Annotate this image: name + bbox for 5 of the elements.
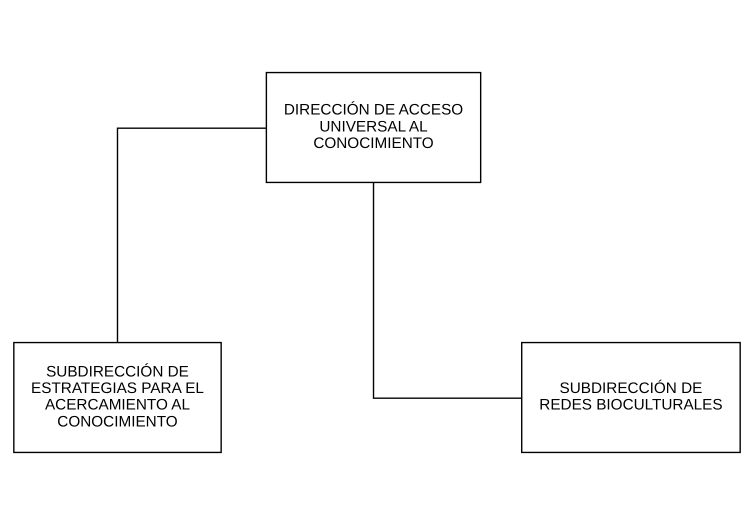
node-box: DIRECCIÓN DE ACCESO UNIVERSAL AL CONOCIMIENTO <box>266 72 482 184</box>
connector <box>116 128 266 342</box>
node-box: SUBDIRECCIÓN DE ESTRATEGIAS PARA EL ACERCAMIENTO AL CONOCIMIENTO <box>13 342 222 454</box>
connector <box>372 182 522 399</box>
node-box: SUBDIRECCIÓN DE REDES BIOCULTURALES <box>521 342 741 454</box>
